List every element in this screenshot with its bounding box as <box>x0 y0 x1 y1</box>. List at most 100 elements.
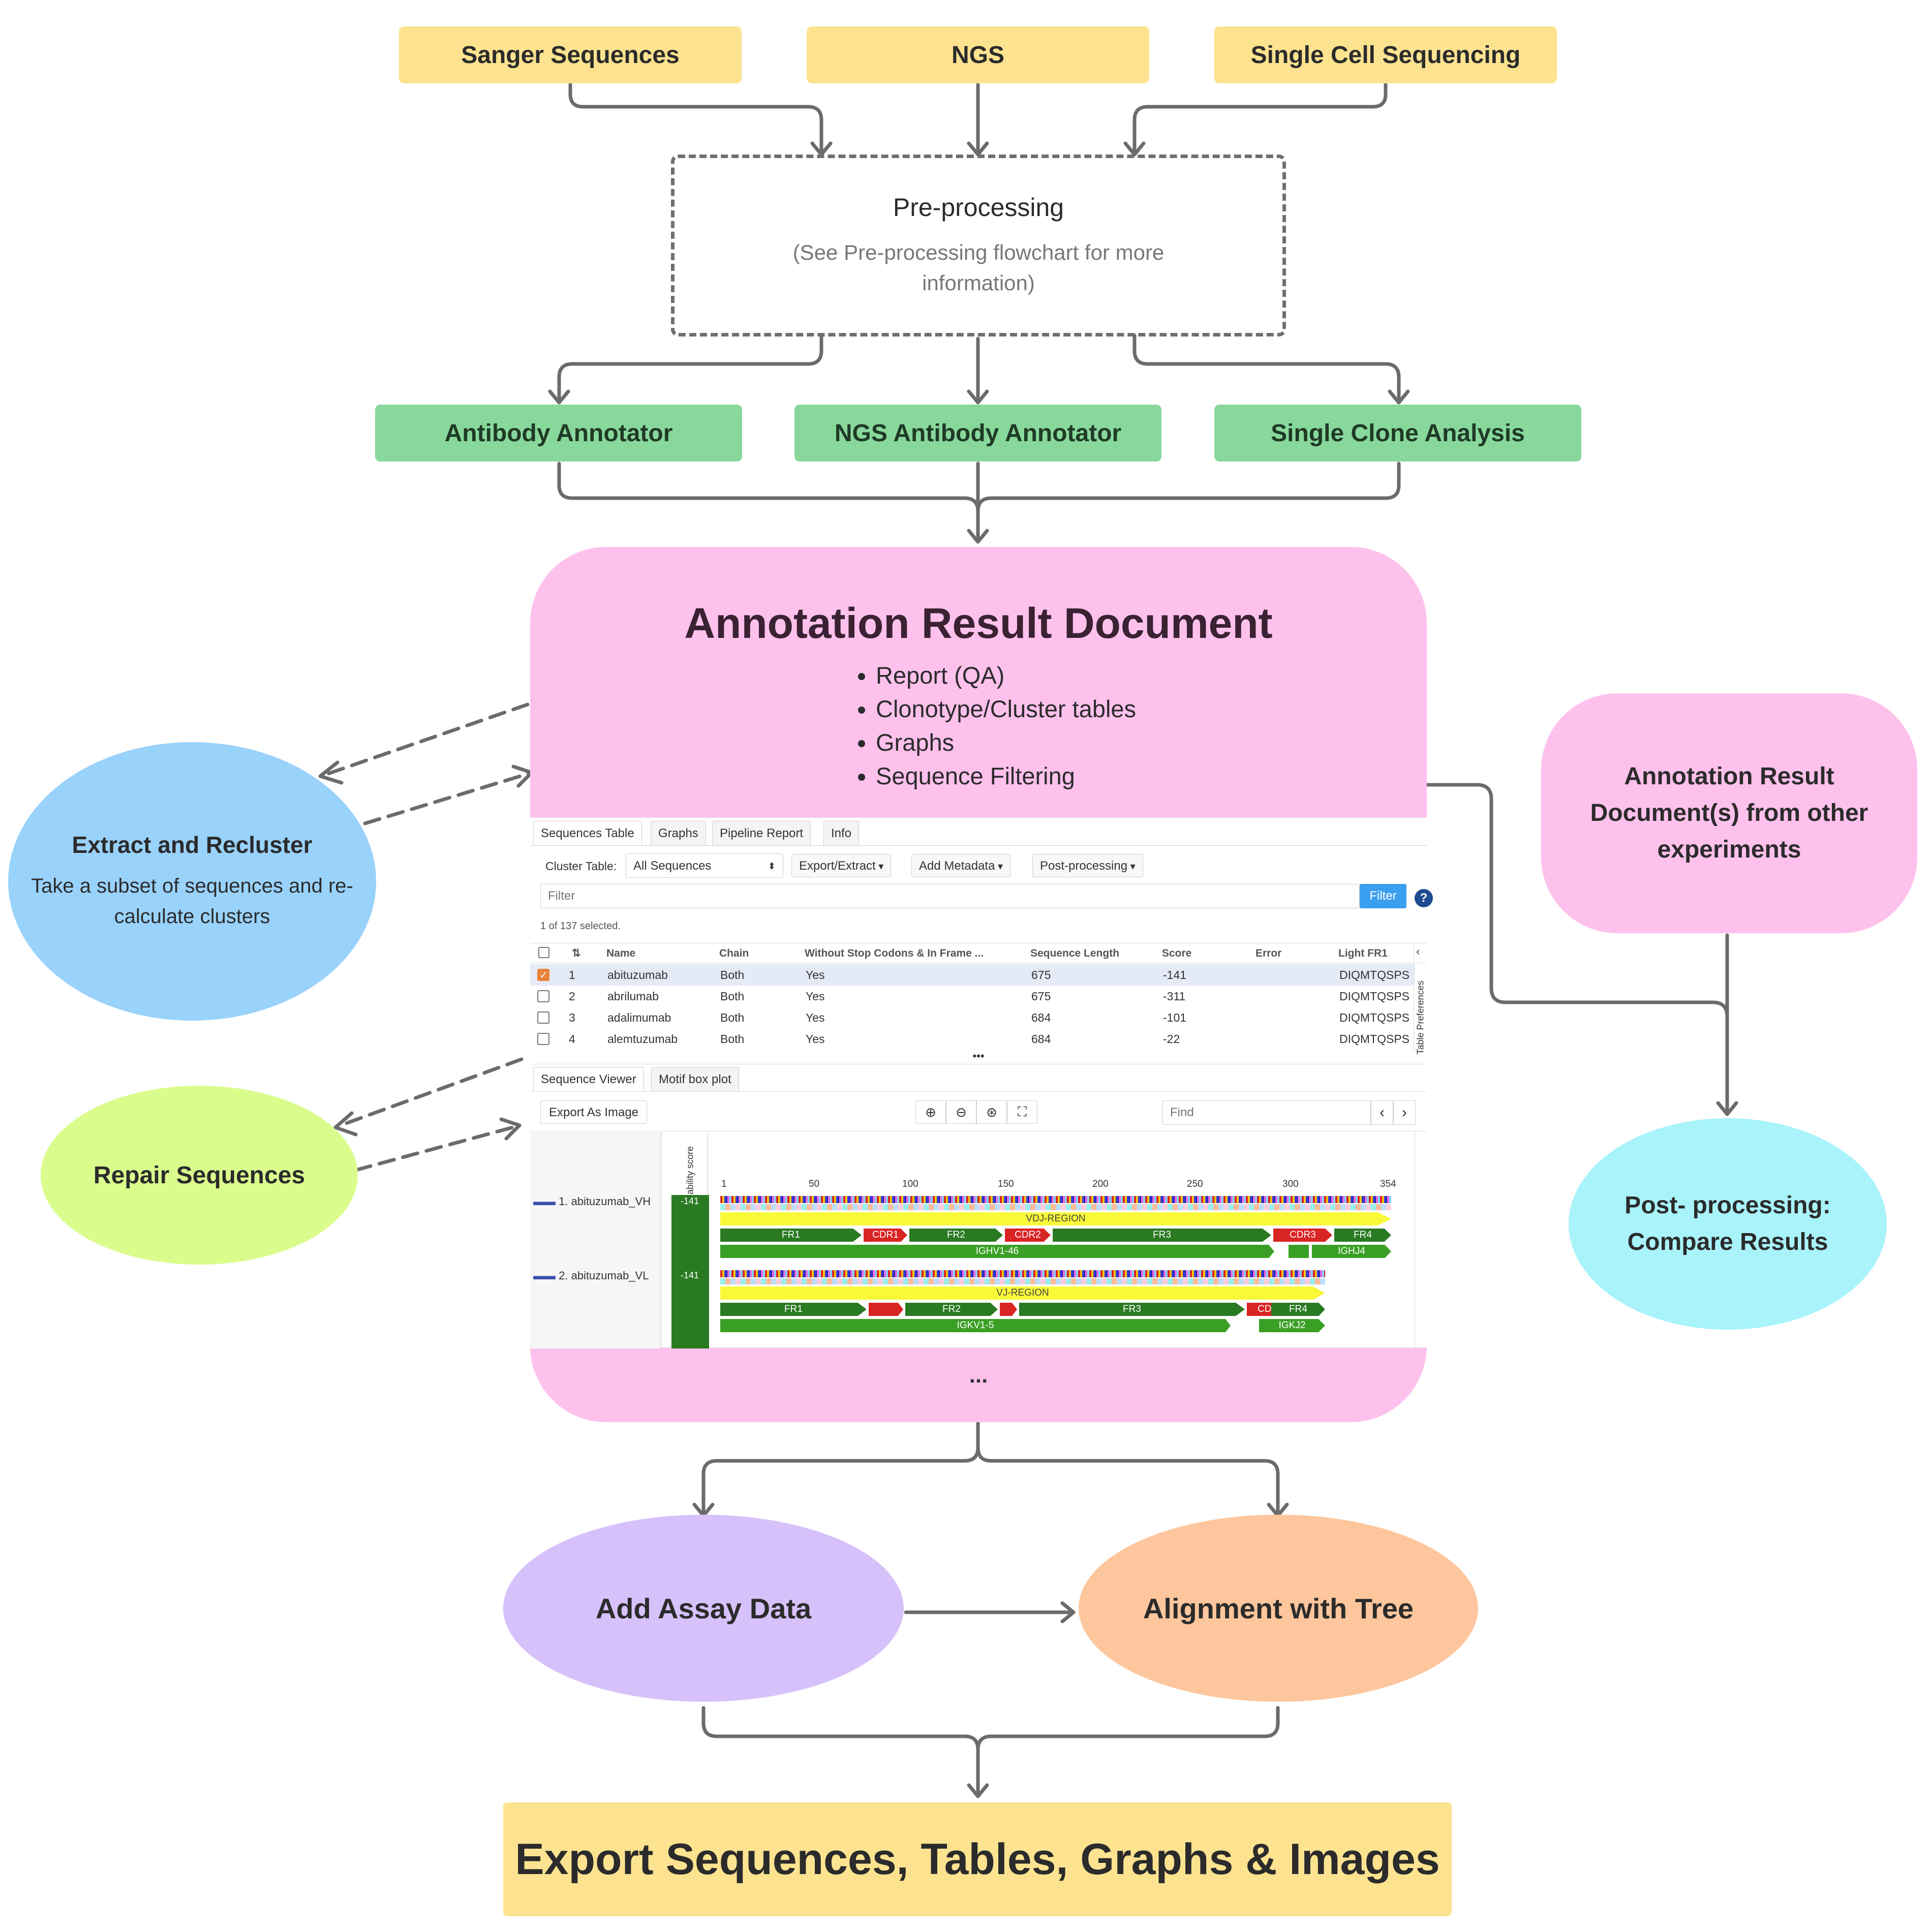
zoom-out-icon[interactable]: ⊖ <box>946 1100 976 1124</box>
seq1-cdr2: CDR2 <box>1005 1229 1051 1242</box>
row-length: 684 <box>1031 1011 1051 1024</box>
sequence-icon: ▬▬ <box>533 1269 559 1282</box>
ruler-tick: 200 <box>1092 1179 1109 1189</box>
col-score[interactable]: Score <box>1162 947 1192 959</box>
single-clone-analysis-box[interactable]: Single Clone Analysis <box>1214 405 1581 462</box>
tab-motif-box-plot[interactable]: Motif box plot <box>651 1067 739 1091</box>
doc-feature-list: Report (QA) Clonotype/Cluster tables Gra… <box>850 659 1206 793</box>
row-checkbox[interactable] <box>537 965 549 986</box>
repair-sequences-node[interactable]: Repair Sequences <box>41 1086 358 1265</box>
sanger-sequences-box[interactable]: Sanger Sequences <box>399 26 742 83</box>
seq2-vj-region: VJ-REGION <box>720 1286 1325 1300</box>
find-prev-icon[interactable]: ‹ <box>1371 1100 1393 1125</box>
compare-results-node[interactable]: Post- processing: Compare Results <box>1569 1118 1887 1330</box>
antibody-annotator-box[interactable]: Antibody Annotator <box>375 405 742 462</box>
preprocessing-box[interactable]: Pre-processing (See Pre-processing flowc… <box>671 155 1286 336</box>
row-name: abituzumab <box>607 968 668 982</box>
single-cell-sequencing-box[interactable]: Single Cell Sequencing <box>1214 26 1557 83</box>
post-processing-button[interactable]: Post-processing <box>1032 854 1143 877</box>
tab-sequence-viewer[interactable]: Sequence Viewer <box>533 1067 644 1091</box>
row-checkbox[interactable] <box>537 1033 549 1045</box>
table-row[interactable]: 1 abituzumab Both Yes 675 -141 DIQMTQSPS <box>530 964 1415 986</box>
col-sequence-length[interactable]: Sequence Length <box>1030 947 1120 959</box>
col-light-fr1[interactable]: Light FR1 <box>1338 947 1388 959</box>
row-index: 4 <box>569 1032 575 1046</box>
select-arrows-icon: ⬍ <box>768 861 776 871</box>
tab-graphs[interactable]: Graphs <box>651 821 706 845</box>
col-in-frame[interactable]: Without Stop Codons & In Frame ... <box>805 947 984 959</box>
alignment-with-tree-node[interactable]: Alignment with Tree <box>1079 1515 1478 1702</box>
tab-underline <box>530 845 1427 846</box>
ngs-box[interactable]: NGS <box>807 26 1149 83</box>
liability-score-2: -141 <box>681 1270 699 1280</box>
cluster-table-select[interactable]: All Sequences ⬍ <box>626 853 783 878</box>
seq2-label: 2. abituzumab_VL <box>559 1269 649 1282</box>
seq1-residues-track <box>720 1196 1391 1203</box>
row-in-frame: Yes <box>806 1011 825 1024</box>
export-extract-button[interactable]: Export/Extract <box>791 854 892 877</box>
seq2-fr1: FR1 <box>720 1303 867 1316</box>
col-name[interactable]: Name <box>606 947 636 959</box>
seq1-cdr1: CDR1 <box>864 1229 907 1242</box>
arrow-sanger-to-prep <box>568 82 823 155</box>
preprocessing-title: Pre-processing <box>893 193 1064 222</box>
tab-info[interactable]: Info <box>823 821 860 845</box>
tab-pipeline-report[interactable]: Pipeline Report <box>712 821 811 845</box>
row-light-fr1: DIQMTQSPS <box>1339 1011 1410 1024</box>
row-name: alemtuzumab <box>607 1032 678 1046</box>
help-icon[interactable]: ? <box>1415 889 1433 907</box>
col-error[interactable]: Error <box>1255 947 1282 959</box>
ngs-antibody-annotator-box[interactable]: NGS Antibody Annotator <box>794 405 1161 462</box>
ruler-tick: 50 <box>809 1179 820 1189</box>
arrow-doc-to-tree <box>976 1446 1280 1517</box>
row-length: 684 <box>1031 1032 1051 1046</box>
row-chain: Both <box>720 1011 745 1024</box>
viewer-scroll-edge[interactable] <box>1415 1132 1427 1348</box>
doc-title: Annotation Result Document <box>684 599 1273 647</box>
liability-bar <box>671 1195 709 1348</box>
table-header: ⇅ Name Chain Without Stop Codons & In Fr… <box>530 943 1427 963</box>
find-next-icon[interactable]: › <box>1393 1100 1416 1125</box>
table-preferences-tab[interactable]: ‹ Table Preferences <box>1414 945 1427 1055</box>
seq2-cdr1 <box>869 1303 903 1316</box>
row-index: 3 <box>569 1011 575 1024</box>
zoom-in-icon[interactable]: ⊕ <box>915 1100 946 1124</box>
seq1-fr2: FR2 <box>909 1229 1003 1242</box>
sequence-icon: ▬▬ <box>533 1195 559 1208</box>
doc-item-report: Report (QA) <box>876 659 1206 692</box>
table-row[interactable]: 2 abrilumab Both Yes 675 -311 DIQMTQSPS <box>530 986 1415 1007</box>
seq1-fr4: FR4 <box>1334 1229 1391 1242</box>
row-checkbox[interactable] <box>537 990 549 1002</box>
filter-input[interactable] <box>540 884 1360 908</box>
seq1-name[interactable]: ▬▬ 1. abituzumab_VH <box>533 1195 651 1208</box>
row-chain: Both <box>720 968 745 982</box>
extract-and-recluster-node[interactable]: Extract and Recluster Take a subset of s… <box>8 742 376 1021</box>
arrow-repair-to-doc <box>354 1124 518 1172</box>
splitter-dots[interactable]: ••• <box>972 1050 985 1062</box>
add-metadata-button[interactable]: Add Metadata <box>911 854 1011 877</box>
add-assay-data-node[interactable]: Add Assay Data <box>503 1515 904 1702</box>
zoom-reset-icon[interactable]: ⊛ <box>976 1100 1007 1124</box>
export-box[interactable]: Export Sequences, Tables, Graphs & Image… <box>503 1802 1452 1916</box>
ruler-tick: 354 <box>1380 1179 1396 1189</box>
sort-index-header[interactable]: ⇅ <box>572 947 581 959</box>
tab-sequences-table[interactable]: Sequences Table <box>533 821 642 845</box>
table-row[interactable]: 4 alemtuzumab Both Yes 684 -22 DIQMTQSPS <box>530 1028 1415 1050</box>
row-checkbox[interactable] <box>537 1011 549 1024</box>
table-row[interactable]: 3 adalimumab Both Yes 684 -101 DIQMTQSPS <box>530 1007 1415 1028</box>
arrow-doc-to-compare <box>1424 783 1729 1115</box>
col-chain[interactable]: Chain <box>719 947 749 959</box>
seq2-name[interactable]: ▬▬ 2. abituzumab_VL <box>533 1269 649 1282</box>
export-as-image-button[interactable]: Export As Image <box>540 1100 648 1124</box>
filter-button[interactable]: Filter <box>1360 884 1406 908</box>
ruler-tick: 300 <box>1282 1179 1299 1189</box>
seq2-quality-track <box>720 1278 1325 1284</box>
row-length: 675 <box>1031 990 1051 1003</box>
fit-to-window-icon[interactable]: ⛶ <box>1007 1100 1037 1124</box>
find-input[interactable] <box>1162 1100 1371 1125</box>
select-all-checkbox[interactable] <box>538 947 549 958</box>
other-annotation-documents-node[interactable]: Annotation Result Document(s) from other… <box>1541 693 1917 933</box>
row-name: adalimumab <box>607 1011 671 1024</box>
seq1-germline-d <box>1289 1245 1309 1258</box>
extract-description: Take a subset of sequences and re-calcul… <box>31 875 353 928</box>
